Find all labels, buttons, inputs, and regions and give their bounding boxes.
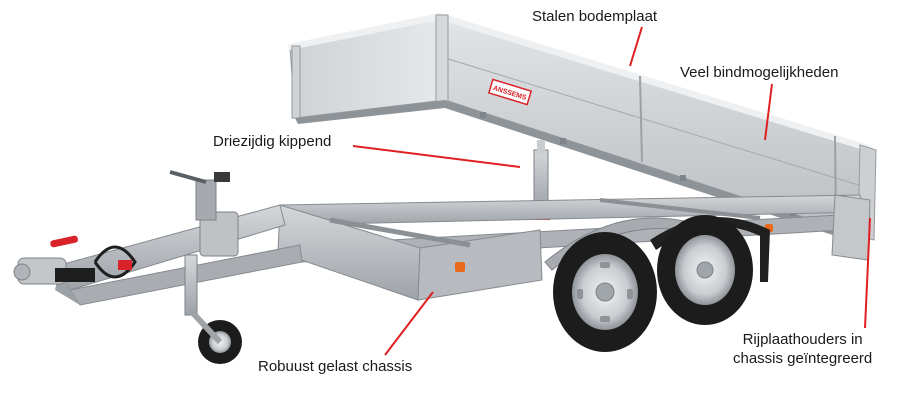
callout-rijplaathouders-line2: chassis geïntegreerd xyxy=(733,350,873,367)
leader-bodemplaat xyxy=(629,26,643,67)
callout-bindmogelijkheden: Veel bindmogelijkheden xyxy=(680,64,839,81)
callout-stalen-bodemplaat: Stalen bodemplaat xyxy=(532,8,658,25)
rear-wheel xyxy=(657,215,753,325)
leader-rijplaathouders xyxy=(864,217,871,329)
front-wheel xyxy=(553,232,657,352)
callout-driezijdig-kippend: Driezijdig kippend xyxy=(213,133,332,150)
jockey-wheel xyxy=(184,254,242,364)
load-box: ANSSEMS xyxy=(288,13,877,244)
drawbar xyxy=(13,170,303,306)
leader-lines xyxy=(352,26,871,356)
callout-robuust-chassis: Robuust gelast chassis xyxy=(258,358,413,375)
callout-rijplaathouders: Rijplaathouders in chassis geïntegreerd xyxy=(733,330,872,368)
leader-chassis xyxy=(384,291,434,356)
leader-bindmogelijkheden xyxy=(764,83,773,141)
leader-kippend xyxy=(352,145,521,168)
callout-rijplaathouders-line1: Rijplaathouders in xyxy=(742,331,863,348)
